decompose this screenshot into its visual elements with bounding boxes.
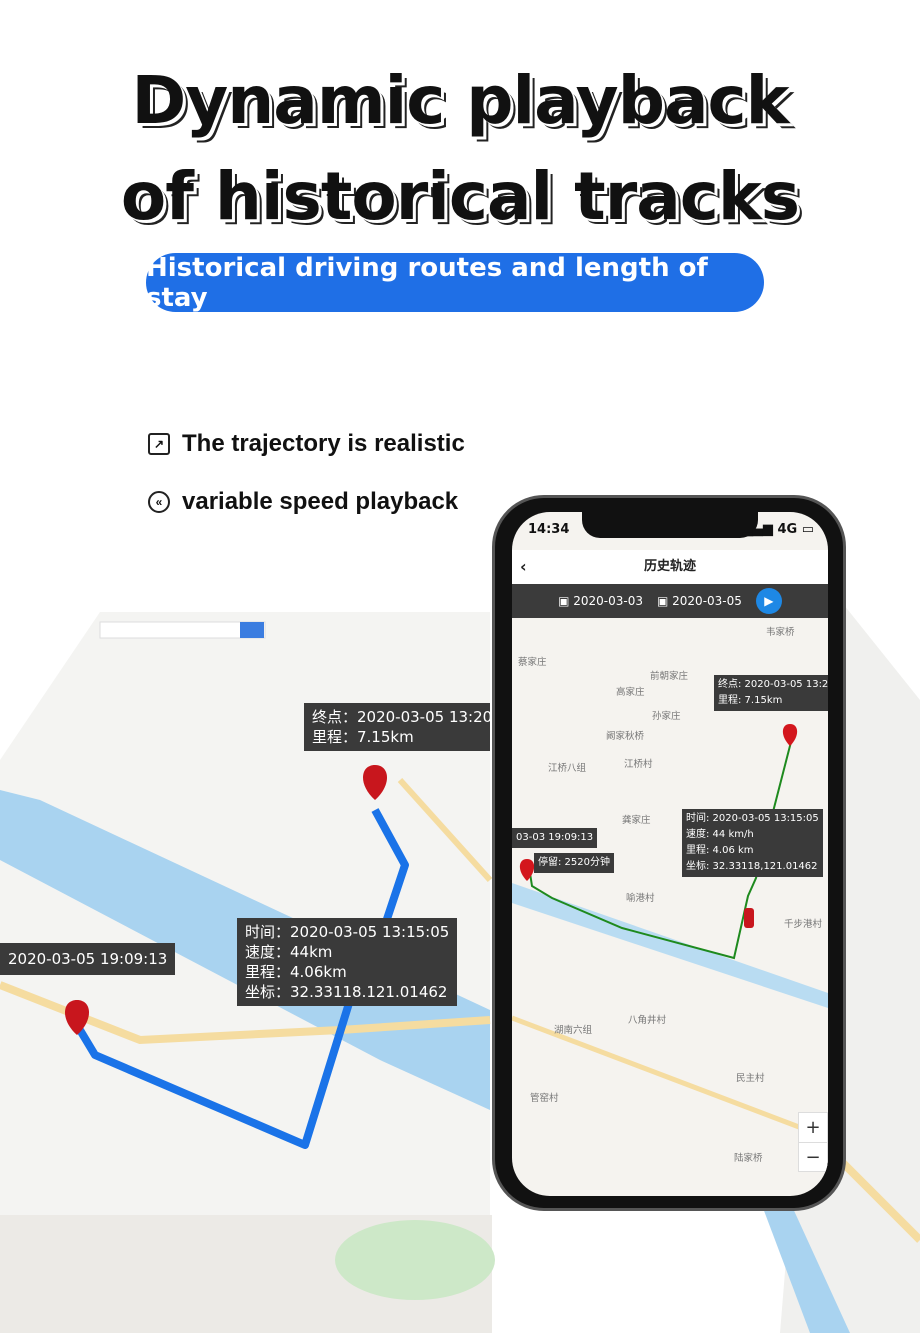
place-label: 民主村 (736, 1073, 765, 1084)
start-marker-icon (519, 859, 535, 881)
phone-mockup: 14:34 ▂▄▆ 4G ▭ ‹ 历史轨迹 ▣ 2020-03-03 ▣ 2020… (492, 495, 846, 1211)
place-label: 江桥八组 (548, 763, 587, 774)
place-label: 龚家庄 (622, 815, 651, 826)
place-label: 蔡家庄 (518, 657, 547, 668)
place-label: 喻港村 (626, 893, 655, 904)
start-date-picker[interactable]: ▣ 2020-03-03 (558, 594, 643, 608)
place-label: 千步港村 (784, 919, 823, 930)
subtitle-banner: Historical driving routes and length of … (146, 253, 764, 313)
feature-trajectory: ↗ The trajectory is realistic (148, 430, 465, 458)
start-point-tooltip: 2020-03-05 19:09:13 (0, 943, 176, 975)
place-label: 前朝家庄 (650, 671, 689, 682)
zoom-out-button[interactable]: − (805, 1147, 821, 1168)
start-marker-icon (64, 1000, 90, 1035)
phone-screen: 14:34 ▂▄▆ 4G ▭ ‹ 历史轨迹 ▣ 2020-03-03 ▣ 2020… (512, 512, 828, 1196)
place-label: 管窑村 (530, 1093, 559, 1104)
phone-route-line (529, 737, 793, 960)
headline-line1: Dynamic playback (131, 62, 789, 139)
end-marker-icon (362, 765, 388, 800)
end-marker-icon (782, 724, 798, 746)
stay-duration-tooltip: 停留: 2520分钟 (534, 853, 614, 873)
feature-label: The trajectory is realistic (182, 430, 465, 457)
place-label: 阚家秋桥 (606, 731, 645, 742)
feature-playback: « variable speed playback (148, 488, 458, 516)
phone-map[interactable] (512, 618, 828, 1196)
status-time: 14:34 (528, 522, 570, 537)
place-label: 八角井村 (628, 1015, 667, 1026)
place-label: 高家庄 (616, 687, 645, 698)
play-button[interactable]: ▶ (755, 588, 782, 614)
place-label: 韦家桥 (766, 627, 795, 638)
headline-line2: of historical tracks (120, 158, 800, 235)
status-network: ▂▄▆ 4G ▭ (742, 522, 814, 537)
date-range-bar: ▣ 2020-03-03 ▣ 2020-03-05 ▶ (512, 584, 828, 618)
zoom-control: +− (798, 1112, 828, 1172)
car-icon (744, 908, 754, 928)
page-title: 历史轨迹 (643, 559, 696, 574)
place-label: 陆家桥 (734, 1153, 763, 1164)
place-label: 江桥村 (624, 759, 653, 770)
back-icon[interactable]: ‹ (520, 557, 527, 576)
feature-label: variable speed playback (182, 488, 459, 515)
zoom-in-button[interactable]: + (799, 1113, 827, 1143)
phone-header: ‹ 历史轨迹 (512, 550, 828, 584)
place-label: 孙家庄 (652, 711, 681, 722)
start-point-tooltip: 03-03 19:09:13 (512, 828, 598, 848)
place-label: 湖南六组 (554, 1025, 593, 1036)
chart-line-icon: ↗ (148, 433, 170, 455)
end-date-picker[interactable]: ▣ 2020-03-05 (657, 594, 742, 608)
rewind-icon: « (148, 491, 170, 513)
